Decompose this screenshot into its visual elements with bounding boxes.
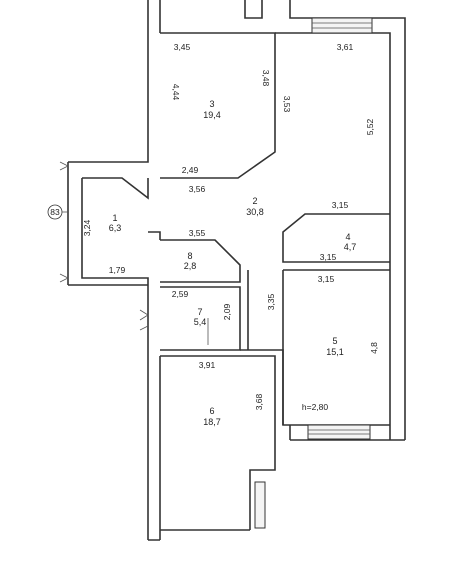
dim-r3-bottom: 2,49 xyxy=(182,165,199,175)
wall-top-left xyxy=(147,0,161,33)
dim-corridor-right: 3,35 xyxy=(266,293,276,310)
room-7-number: 7 xyxy=(197,307,202,317)
room-5-number: 5 xyxy=(332,336,337,346)
dim-r3-right-b: 3,53 xyxy=(282,96,292,113)
ceiling-height: h=2,80 xyxy=(302,402,329,412)
wall-room-7 xyxy=(160,270,249,351)
room-4-area: 4,7 xyxy=(344,242,357,252)
dim-r3-top: 3,45 xyxy=(174,42,191,52)
dim-r1-bottom: 1,79 xyxy=(109,265,126,275)
room-1-number: 1 xyxy=(112,213,117,223)
wall-top-right xyxy=(289,0,406,440)
dim-right-long: 5,52 xyxy=(365,118,375,135)
wall-room-8 xyxy=(160,239,241,283)
wall-room-4 xyxy=(282,213,390,263)
room-2-area: 30,8 xyxy=(246,207,264,217)
room-1-area: 6,3 xyxy=(109,223,122,233)
dim-r4-top: 3,15 xyxy=(332,200,349,210)
dim-r8-top: 3,55 xyxy=(189,228,206,238)
window-room-6 xyxy=(254,481,266,529)
wall-room-3 xyxy=(160,32,276,179)
dim-r3-right-a: 3,48 xyxy=(261,70,271,87)
room-6-number: 6 xyxy=(209,406,214,416)
dim-r1-left: 3,24 xyxy=(82,219,92,236)
room-7-area: 5,4 xyxy=(194,317,207,327)
room-2-number: 2 xyxy=(252,196,257,206)
dim-r6-top: 3,91 xyxy=(199,360,216,370)
window-bottom xyxy=(307,424,371,440)
wall-room-3-outer-left xyxy=(68,33,149,163)
dim-r5-right: 4,8 xyxy=(369,342,379,354)
dim-r3-left: 4,44 xyxy=(171,84,181,101)
room-3-area: 19,4 xyxy=(203,110,221,120)
dimensions: 3,45 4,44 3,48 3,53 2,49 3,61 5,52 3,56 … xyxy=(82,42,379,410)
room-8-number: 8 xyxy=(187,251,192,261)
dim-r7-right: 2,09 xyxy=(222,303,232,320)
dim-r7-top: 2,59 xyxy=(172,289,189,299)
dim-r5-top: 3,15 xyxy=(318,274,335,284)
wall-top-mid xyxy=(244,0,263,19)
room-6-area: 18,7 xyxy=(203,417,221,427)
dim-r4-bottom: 3,15 xyxy=(320,252,337,262)
dim-hall-top: 3,56 xyxy=(189,184,206,194)
dim-r6-right: 3,68 xyxy=(254,393,264,410)
room-labels: 3 19,4 2 30,8 1 6,3 4 4,7 8 2,8 7 5,4 5 … xyxy=(109,99,357,427)
room-3-number: 3 xyxy=(209,99,214,109)
room-4-number: 4 xyxy=(345,232,350,242)
room-5-area: 15,1 xyxy=(326,347,344,357)
room-8-area: 2,8 xyxy=(184,261,197,271)
walls xyxy=(59,0,406,541)
wall-corridor xyxy=(240,349,284,425)
dim-r3-top-right: 3,61 xyxy=(337,42,354,52)
window-top xyxy=(311,17,373,34)
axis-marker-label: 83 xyxy=(50,207,60,217)
wall-room-2-top xyxy=(275,32,391,440)
wall-room-6 xyxy=(160,355,276,530)
wall-room-1 xyxy=(67,162,149,285)
